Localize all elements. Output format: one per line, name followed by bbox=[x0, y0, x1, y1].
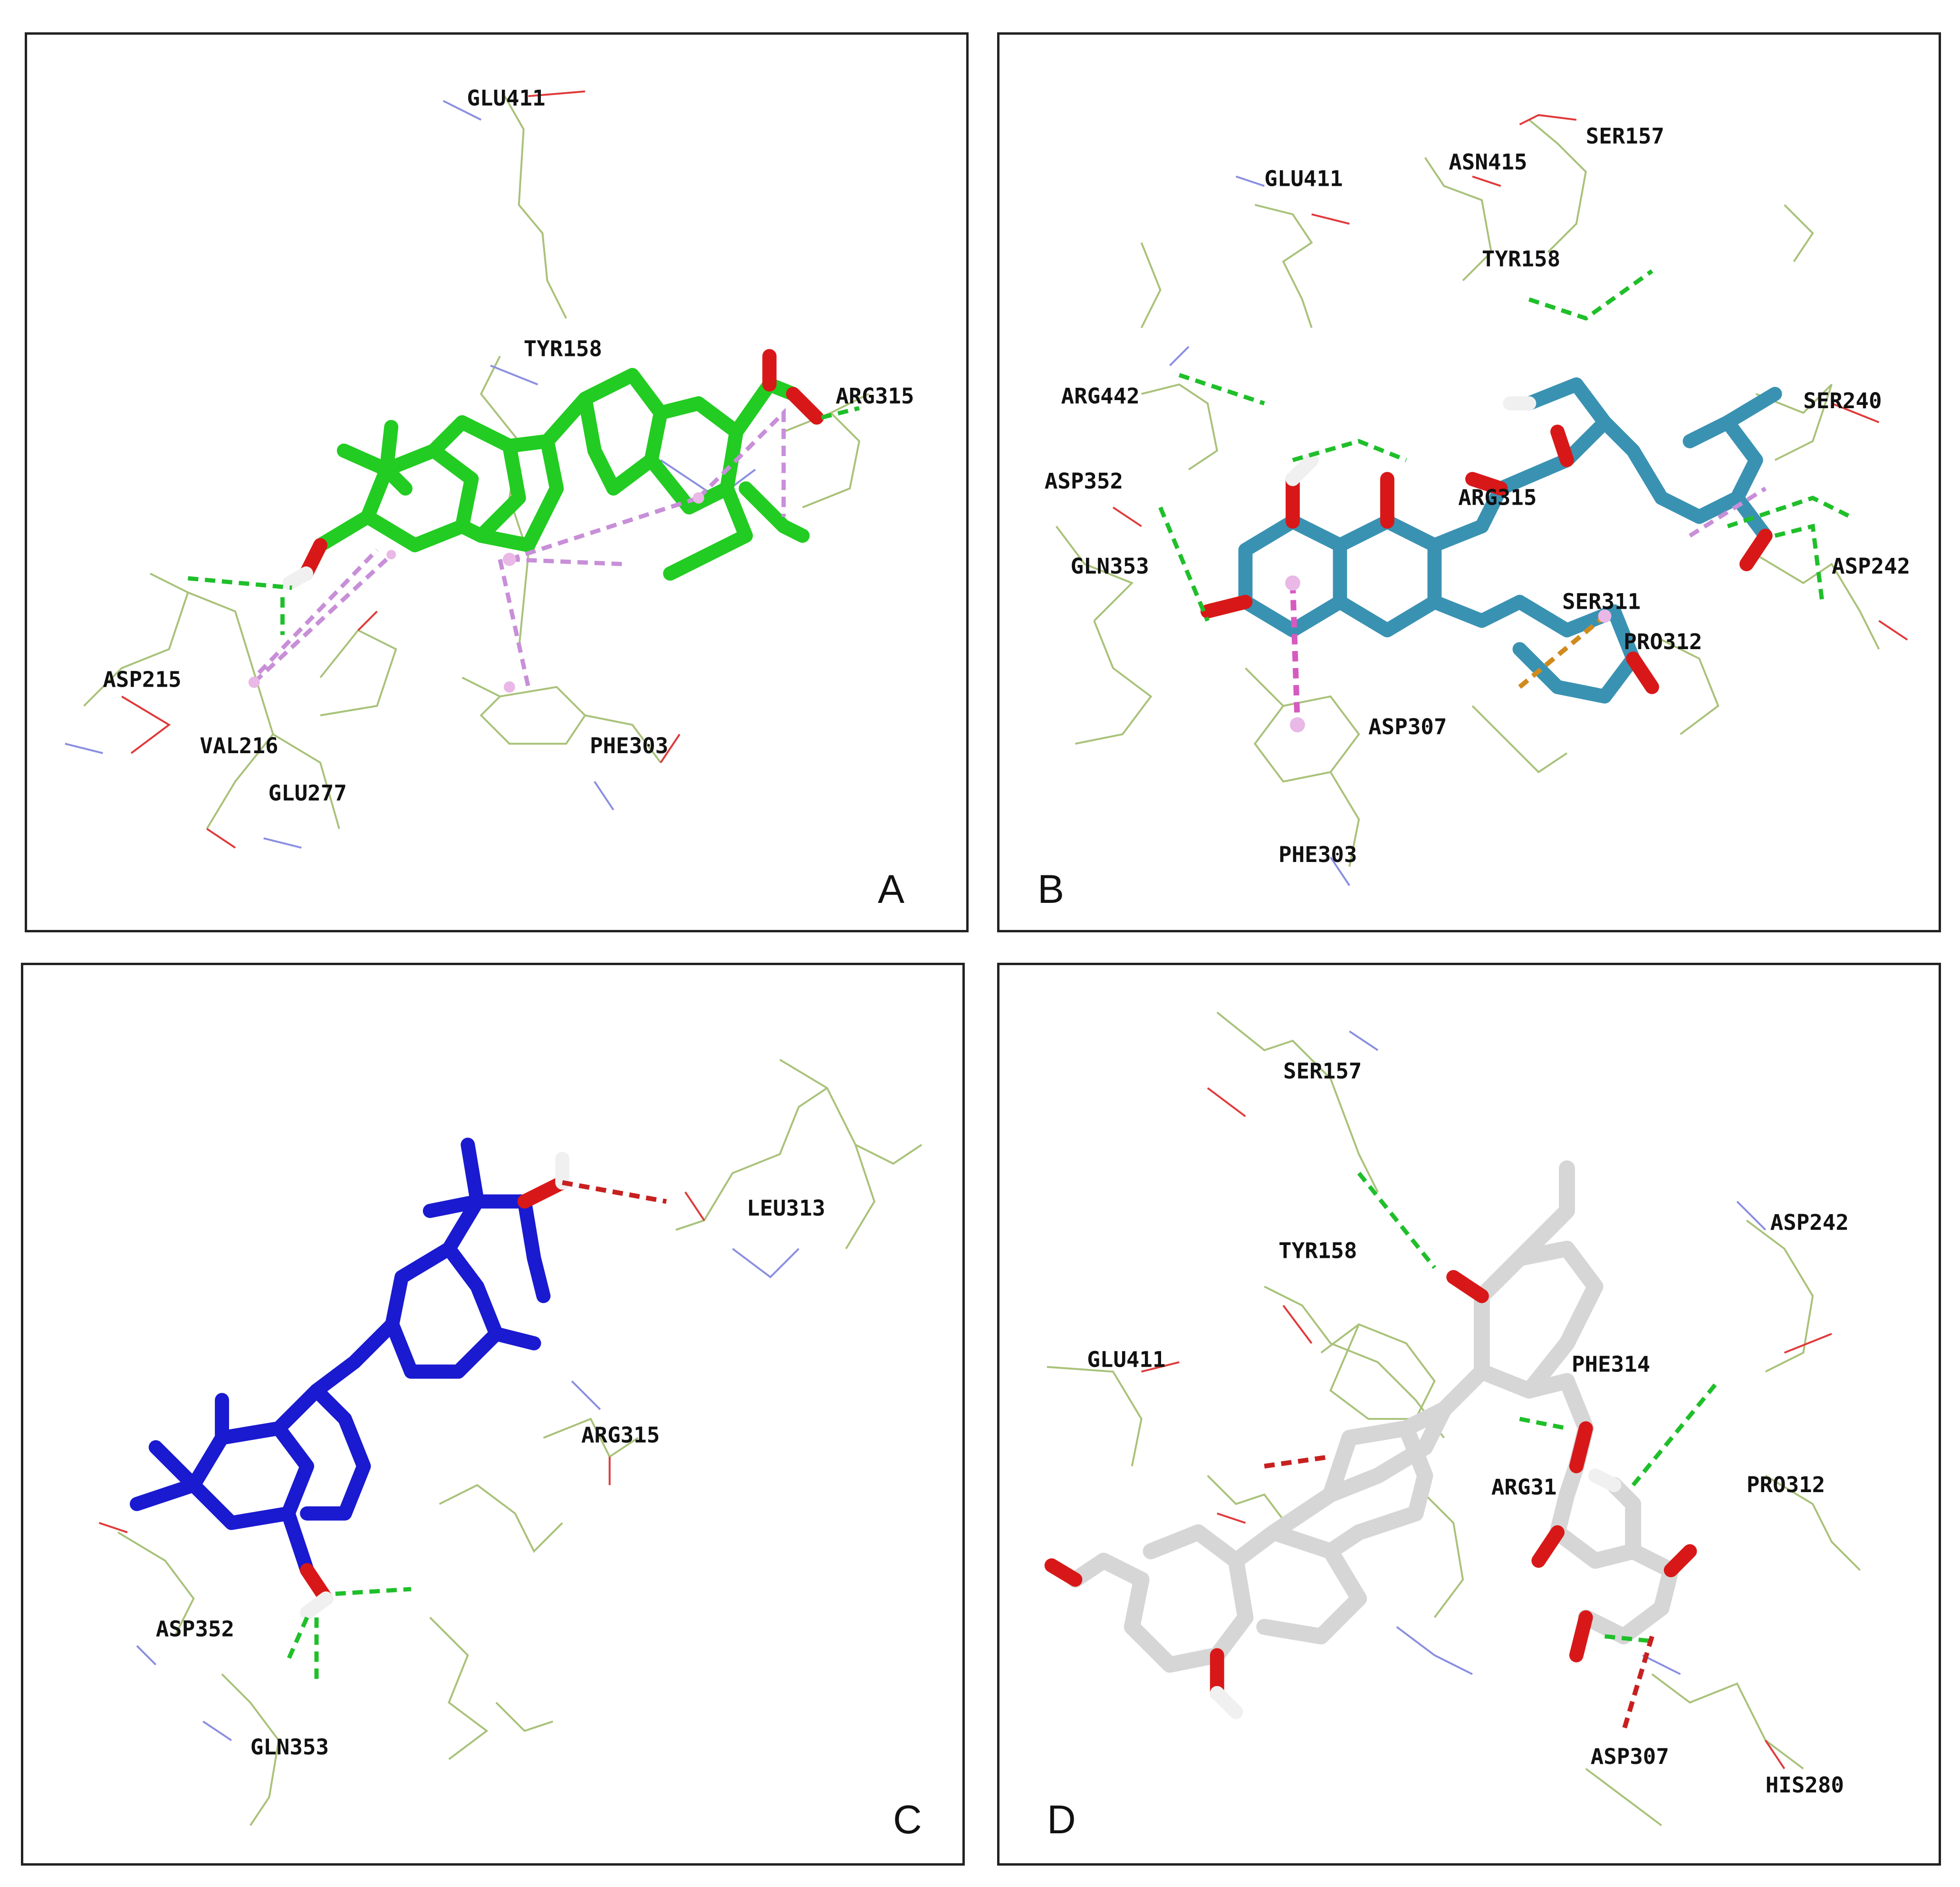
residue-label: ASN415 bbox=[1449, 149, 1527, 174]
ligand-c-structure bbox=[130, 1138, 570, 1620]
residue-label: ARG31 bbox=[1491, 1475, 1557, 1500]
residue-wireframes bbox=[1047, 1011, 1861, 1827]
residue-label: TYR158 bbox=[524, 336, 602, 361]
residue-wireframes bbox=[1056, 114, 1908, 886]
residue-label: SER157 bbox=[1586, 124, 1664, 149]
residue-label: ASP215 bbox=[103, 667, 181, 692]
panel-a-diagram: GLU411 TYR158 ARG315 ASP215 VAL216 GLU27… bbox=[65, 86, 914, 849]
residue-label: GLU411 bbox=[1264, 166, 1343, 191]
residue-label: GLU411 bbox=[467, 86, 545, 111]
residue-label: VAL216 bbox=[200, 733, 278, 758]
panel-letter: A bbox=[878, 867, 905, 911]
residue-label: ASP242 bbox=[1770, 1210, 1849, 1235]
residue-label: ASP307 bbox=[1368, 714, 1447, 739]
residue-label: ASP352 bbox=[1045, 469, 1123, 494]
residue-label: PRO312 bbox=[1624, 629, 1702, 654]
residue-label: PHE303 bbox=[1278, 842, 1357, 867]
panel-d: SER157 TYR158 ASP242 GLU411 PHE314 ARG31… bbox=[997, 963, 1941, 1866]
residue-wireframes bbox=[65, 90, 869, 849]
panel-d-diagram: SER157 TYR158 ASP242 GLU411 PHE314 ARG31… bbox=[1044, 1011, 1861, 1827]
residue-label: GLN353 bbox=[1070, 554, 1149, 579]
panel-c: LEU313 ARG315 ASP352 GLN353 C bbox=[21, 963, 965, 1866]
residue-label: PHE314 bbox=[1572, 1351, 1650, 1377]
residue-label: ARG315 bbox=[581, 1423, 660, 1448]
residue-label: SER157 bbox=[1283, 1059, 1362, 1084]
residue-label: LEU313 bbox=[747, 1196, 825, 1221]
ligand-a-structure bbox=[282, 349, 824, 590]
residue-label: ARG315 bbox=[1458, 485, 1537, 510]
interactions bbox=[1264, 1171, 1720, 1732]
ligand-b-structure bbox=[1200, 377, 1782, 704]
residue-label: GLU277 bbox=[269, 780, 347, 805]
panel-letter: B bbox=[1038, 867, 1065, 911]
residue-label: PHE303 bbox=[590, 733, 668, 758]
residue-label: ARG315 bbox=[836, 383, 914, 409]
panel-letter: D bbox=[1047, 1797, 1076, 1842]
interactions bbox=[188, 406, 860, 693]
panel-letter: C bbox=[893, 1797, 922, 1842]
residue-label: TYR158 bbox=[1482, 246, 1560, 271]
residue-label: ASP242 bbox=[1832, 554, 1910, 579]
residue-label: HIS280 bbox=[1766, 1772, 1844, 1798]
residue-label: GLN353 bbox=[250, 1734, 329, 1760]
residue-label: ARG442 bbox=[1061, 383, 1140, 409]
residue-wireframes bbox=[98, 1059, 922, 1826]
panel-c-diagram: LEU313 ARG315 ASP352 GLN353 bbox=[98, 1059, 922, 1826]
panel-b: SER157 ASN415 GLU411 TYR158 ARG442 SER24… bbox=[997, 32, 1941, 932]
ligand-d-structure bbox=[1044, 1160, 1697, 1719]
residue-label: ASP307 bbox=[1591, 1744, 1669, 1769]
panel-b-diagram: SER157 ASN415 GLU411 TYR158 ARG442 SER24… bbox=[1045, 114, 1910, 886]
panel-a: GLU411 TYR158 ARG315 ASP215 VAL216 GLU27… bbox=[25, 32, 969, 932]
residue-label: SER240 bbox=[1803, 388, 1882, 413]
residue-label: GLU411 bbox=[1087, 1347, 1165, 1372]
residue-label: ASP352 bbox=[156, 1617, 234, 1642]
residue-label: PRO312 bbox=[1747, 1472, 1825, 1497]
residue-label: SER311 bbox=[1562, 589, 1641, 614]
interactions bbox=[286, 1180, 667, 1679]
residue-label: TYR158 bbox=[1278, 1238, 1357, 1264]
